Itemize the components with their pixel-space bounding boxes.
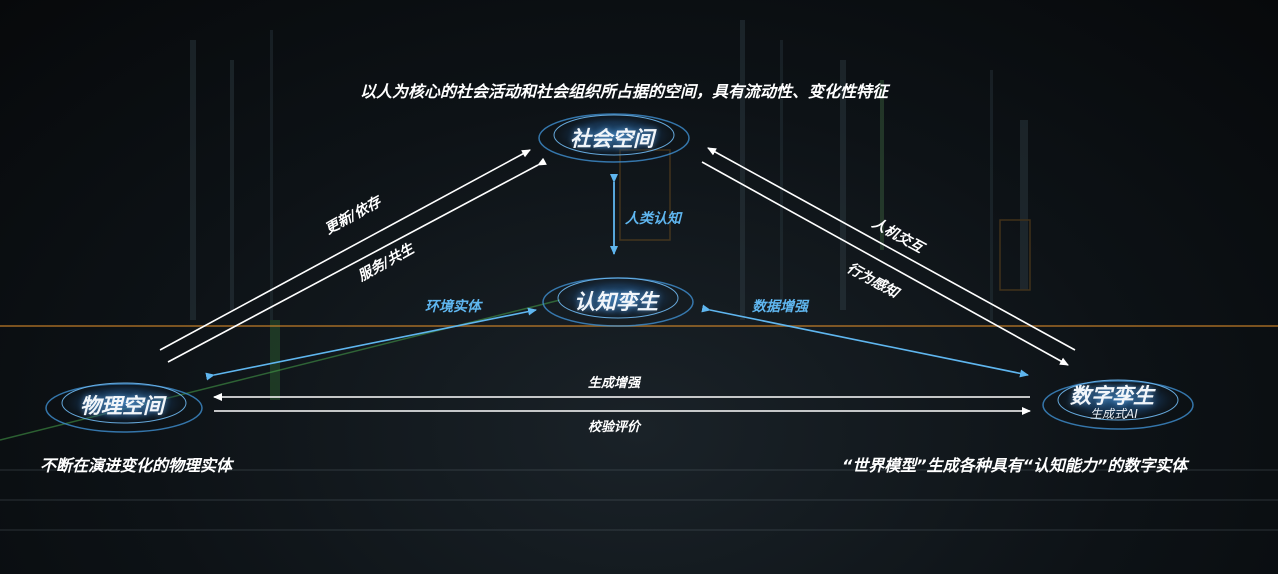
- edge-label-verify-eval: 校验评价: [588, 420, 641, 435]
- city-skyline-decoration: [190, 20, 1031, 400]
- node-cognitive-twin: 认知孪生: [574, 290, 658, 314]
- node-social-glow: [538, 113, 690, 163]
- node-digital-twin: 数字孪生: [1070, 384, 1154, 408]
- node-digital-glow: [1042, 378, 1194, 430]
- node-cognitive-glow: [542, 276, 694, 327]
- arrow-data-enhance: [701, 304, 1029, 378]
- node-social-space: 社会空间: [570, 127, 654, 151]
- social-space-description: 以人为核心的社会活动和社会组织所占据的空间，具有流动性、变化性特征: [360, 82, 889, 101]
- digital-twin-subtitle: 生成式AI: [1090, 407, 1138, 421]
- node-physical-space: 物理空间: [80, 394, 164, 418]
- edge-label-human-cognition: 人类认知: [625, 211, 681, 227]
- arrow-social-to-physical-serve: [167, 157, 547, 363]
- arrow-env-entity: [205, 307, 537, 381]
- physical-space-description: 不断在演进变化的物理实体: [40, 456, 233, 475]
- digital-twin-description: “世界模型”生成各种具有“认知能力”的数字实体: [842, 456, 1188, 475]
- edge-label-data-enhance: 数据增强: [752, 299, 808, 315]
- arrow-social-to-digital-sense: [701, 161, 1069, 366]
- edge-label-env-entity: 环境实体: [425, 299, 481, 315]
- arrow-physical-to-social-update: [159, 149, 531, 351]
- node-physical-glow: [45, 381, 203, 433]
- arrow-digital-to-social-interact: [707, 147, 1076, 351]
- edge-label-gen-enhance: 生成增强: [588, 376, 641, 391]
